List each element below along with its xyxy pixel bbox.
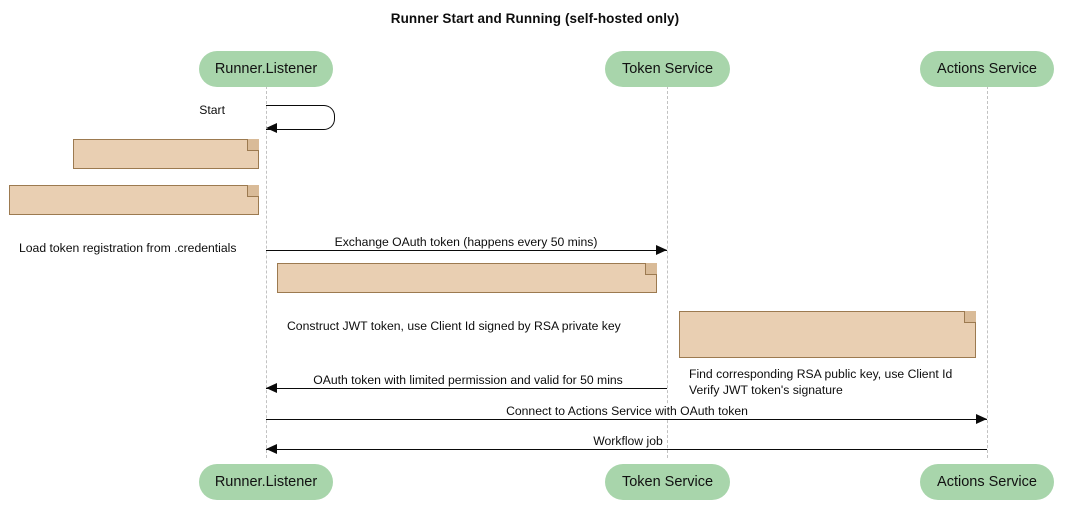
lifeline-token [667,86,668,458]
page-title: Runner Start and Running (self-hosted on… [390,11,680,26]
participant-token-top[interactable]: Token Service [605,51,730,87]
message-self-loop-start [266,105,335,130]
participant-label: Token Service [621,61,714,77]
participant-label: Token Service [621,474,714,490]
message-line-oauth-token-return [266,388,667,389]
arrow-head-start [266,122,277,133]
arrow-head-connect-actions-service [976,413,987,424]
participant-actions-bottom[interactable]: Actions Service [920,464,1054,500]
note-text: Load token registration from .credential… [19,241,237,255]
participant-label: Runner.Listener [214,474,318,490]
message-line-workflow-job [266,449,987,450]
note-construct-jwt-token: Construct JWT token, use Client Id signe… [277,263,657,333]
lifeline-actions [987,86,988,458]
note-text: Find corresponding RSA public key, use C… [689,367,953,397]
message-label-connect-actions-service: Connect to Actions Service with OAuth to… [503,404,751,418]
participant-runner-top[interactable]: Runner.Listener [199,51,333,87]
lifeline-runner [266,86,267,458]
note-fold-icon [247,139,259,151]
message-line-connect-actions-service [266,419,987,420]
note-load-config-info: Load config info from .runner [73,139,259,209]
participant-label: Runner.Listener [214,61,318,77]
participant-token-bottom[interactable]: Token Service [605,464,730,500]
arrow-head-oauth-token-return [266,382,277,393]
note-load-token-registration: Load token registration from .credential… [9,185,259,255]
participant-label: Actions Service [937,61,1037,77]
participant-label: Actions Service [937,474,1037,490]
note-text: Construct JWT token, use Client Id signe… [287,319,621,333]
message-label-oauth-token-return: OAuth token with limited permission and … [310,373,626,387]
note-fold-icon [247,185,259,197]
arrow-head-exchange-oauth-token [656,244,667,255]
arrow-head-workflow-job [266,443,277,454]
participant-runner-bottom[interactable]: Runner.Listener [199,464,333,500]
note-fold-icon [645,263,657,275]
message-line-exchange-oauth-token [266,250,667,251]
message-label-exchange-oauth-token: Exchange OAuth token (happens every 50 m… [331,235,601,249]
message-label-start: Start [196,103,228,117]
message-label-workflow-job: Workflow job [590,434,666,448]
note-find-rsa-public-key: Find corresponding RSA public key, use C… [679,311,976,397]
participant-actions-top[interactable]: Actions Service [920,51,1054,87]
note-fold-icon [964,311,976,323]
